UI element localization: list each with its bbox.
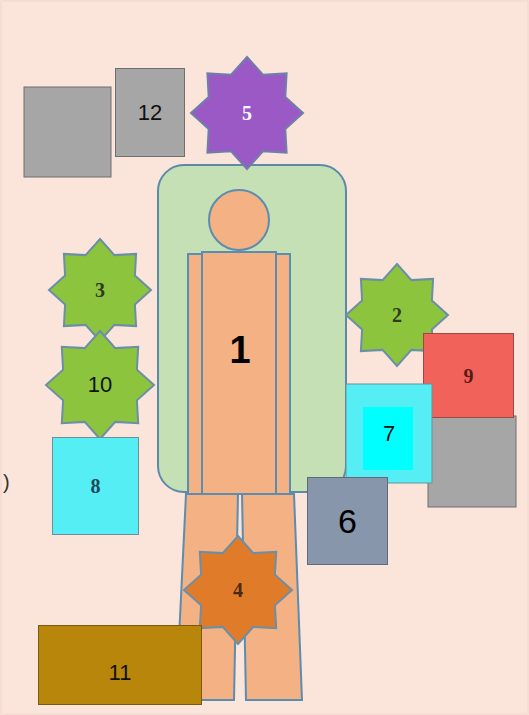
equipment-box: 9 xyxy=(423,333,514,418)
callout-number: 3 xyxy=(95,280,105,300)
equipment-box xyxy=(39,626,202,705)
equipment-box xyxy=(346,384,432,483)
callout-number: 5 xyxy=(242,103,252,123)
callout-number: 1 xyxy=(229,331,250,369)
callout-number: 8 xyxy=(91,476,101,496)
station-star xyxy=(46,331,154,439)
equipment-box xyxy=(308,478,388,565)
callout-number: 12 xyxy=(138,102,162,124)
patient-torso xyxy=(202,252,276,494)
callout-number: 6 xyxy=(338,504,357,538)
callout-number: 7 xyxy=(383,423,395,445)
station-star xyxy=(49,239,151,341)
equipment-box xyxy=(116,69,185,157)
equipment-box xyxy=(428,416,516,507)
patient-head xyxy=(209,190,269,250)
equipment-panel xyxy=(363,407,413,470)
equipment-box xyxy=(53,438,139,535)
callout-number: 11 xyxy=(109,662,132,684)
station-star: 10 xyxy=(44,330,156,440)
station-star: 5 xyxy=(190,56,304,170)
callout-number: 4 xyxy=(233,580,243,600)
equipment-box: 7 xyxy=(346,384,432,483)
station-star xyxy=(191,57,303,169)
callout-number: 9 xyxy=(464,366,474,386)
callout-number: 2 xyxy=(392,305,402,325)
station-star: 3 xyxy=(48,238,152,342)
equipment-box: 12 xyxy=(115,68,185,157)
equipment-box xyxy=(24,87,111,177)
equipment-box: 8 xyxy=(52,437,139,535)
edge-mark: ) xyxy=(3,472,10,492)
equipment-box: 6 xyxy=(307,477,388,565)
equipment-box xyxy=(424,334,514,418)
equipment-box: 11 xyxy=(38,625,202,705)
callout-number: 10 xyxy=(88,374,112,396)
